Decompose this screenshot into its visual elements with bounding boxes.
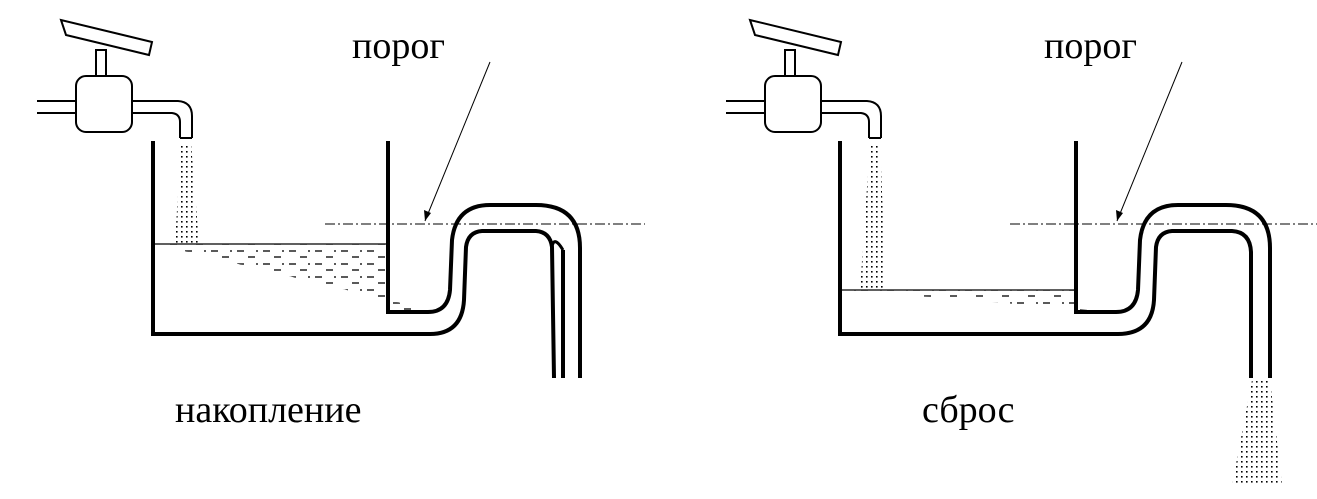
tank-wall bbox=[838, 141, 1253, 378]
faucet-icon bbox=[37, 18, 193, 139]
faucet-icon bbox=[726, 18, 882, 139]
water-stream bbox=[860, 143, 886, 290]
threshold-label: порог bbox=[352, 25, 445, 67]
threshold-pointer bbox=[424, 61, 491, 222]
discharge-panel: порог сброс bbox=[726, 18, 1317, 485]
tank-water bbox=[842, 290, 1118, 312]
siphon-tube bbox=[1074, 141, 1272, 378]
outflow-spray bbox=[1232, 380, 1282, 485]
accumulation-panel: порог накопление bbox=[37, 18, 645, 431]
tank-wall bbox=[151, 141, 556, 379]
siphon-tube bbox=[386, 141, 582, 378]
water-stream bbox=[175, 143, 199, 243]
caption-accumulation: накопление bbox=[175, 389, 361, 431]
caption-discharge: сброс bbox=[922, 389, 1014, 431]
tank-water bbox=[155, 244, 430, 310]
threshold-pointer bbox=[1116, 61, 1183, 222]
threshold-label: порог bbox=[1044, 25, 1137, 67]
